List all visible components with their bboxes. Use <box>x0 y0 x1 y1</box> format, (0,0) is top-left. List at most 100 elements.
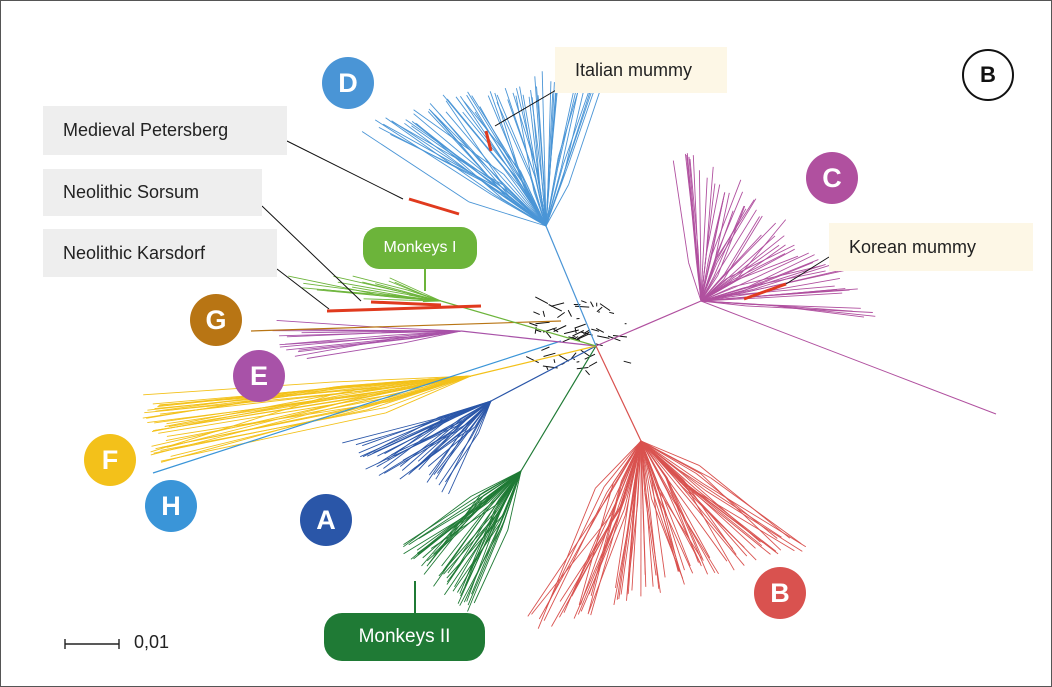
clade-c-branch <box>715 208 747 262</box>
clade-b-branch <box>637 440 642 495</box>
center-reticulation <box>545 330 552 339</box>
clade-monkeys1-branch <box>362 281 409 295</box>
clade-c-branch <box>688 262 702 302</box>
clade-b-branch <box>615 483 632 588</box>
clade-monkeys1-branch <box>316 289 405 299</box>
center-reticulation <box>599 303 611 312</box>
clade-d-branch <box>545 161 570 227</box>
monkeys-i-label: Monkeys I <box>363 227 477 269</box>
clade-b-branch <box>588 515 626 614</box>
clade-b-branch <box>656 492 679 572</box>
center-reticulation <box>535 321 550 325</box>
clade-c-branch <box>740 288 858 298</box>
clade-b-branch <box>699 465 791 539</box>
clade-c-branch <box>731 244 786 284</box>
clade-monkeys2-branch <box>477 470 522 510</box>
clade-b-branch <box>695 473 778 539</box>
clade-d-branch <box>361 131 469 203</box>
clade-f-badge: F <box>84 434 136 486</box>
korean-mummy-label: Korean mummy <box>829 223 1033 271</box>
center-reticulation <box>588 361 598 367</box>
clade-d-branch <box>496 94 530 171</box>
clade-b-branch <box>656 480 680 572</box>
center-reticulation <box>574 305 590 308</box>
clade-c-branch <box>732 253 786 281</box>
clade-b-branch <box>662 471 711 559</box>
clade-a-branch <box>342 414 451 444</box>
center-reticulation <box>590 301 594 308</box>
clade-monkeys1-branch <box>352 275 408 291</box>
clade-c-branch <box>724 216 760 275</box>
clade-monkeys2-branch <box>433 509 488 587</box>
clade-e-branch <box>391 330 462 340</box>
clade-d-branch <box>512 92 539 172</box>
clade-c-branch <box>726 244 795 280</box>
clade-monkeys2-branch <box>459 522 505 606</box>
medieval-petersberg-branch <box>408 197 460 216</box>
clade-d-branch <box>501 198 547 227</box>
clade-monkeys2-branch <box>483 470 522 500</box>
clade-b-branch <box>640 440 646 493</box>
clade-b-branch <box>630 440 642 484</box>
clade-b-branch <box>603 440 642 487</box>
clade-a-branch <box>475 400 492 435</box>
clade-d-branch <box>503 173 547 227</box>
clade-d-branch <box>508 192 547 227</box>
clade-b-branch <box>620 507 634 595</box>
center-reticulation <box>575 323 586 329</box>
clade-monkeys2-branch <box>428 494 485 564</box>
clade-b-branch <box>590 511 621 616</box>
clade-e-branch <box>403 330 462 344</box>
clade-d-branch <box>537 95 545 175</box>
center-reticulation <box>548 304 563 312</box>
clade-b-branch <box>663 474 728 562</box>
clade-b-branch <box>665 477 699 563</box>
clade-monkeys2-branch <box>486 470 522 511</box>
clade-c-branch <box>705 166 714 254</box>
clade-c-branch <box>748 259 819 288</box>
center-reticulation <box>585 369 590 376</box>
clade-b-branch <box>613 440 642 483</box>
clade-a-branch <box>441 433 473 493</box>
center-reticulation <box>595 327 605 333</box>
clade-c-branch <box>700 274 717 302</box>
clade-e-branch <box>279 336 408 346</box>
clade-f-branch <box>150 408 331 456</box>
clade-c-branch <box>743 270 826 289</box>
center-reticulation <box>529 322 538 327</box>
clade-d-branch <box>501 177 547 227</box>
clade-f-branch <box>147 388 337 411</box>
center-reticulation <box>609 311 615 314</box>
clade-c-branch <box>715 209 757 276</box>
clade-b-branch <box>688 485 779 555</box>
clade-e-branch <box>401 330 462 332</box>
clade-monkeys1-branch <box>363 298 409 301</box>
clade-c-branch <box>688 156 697 248</box>
clade-e-branch <box>294 338 392 357</box>
center-reticulation <box>567 309 572 317</box>
clade-b-branch <box>710 477 802 545</box>
clade-f-branch <box>160 412 386 462</box>
center-reticulation <box>572 330 585 337</box>
clade-d-branch <box>505 196 547 227</box>
clade-d-branch <box>502 166 547 227</box>
clade-monkeys1-branch <box>435 299 442 302</box>
clade-b-branch <box>679 469 782 538</box>
clade-monkeys1-branch <box>303 282 404 297</box>
clade-f-branch <box>152 398 347 432</box>
clade-b-badge: B <box>754 567 806 619</box>
center-reticulation <box>541 346 550 351</box>
clade-b-branch <box>580 509 625 612</box>
clade-d-branch <box>445 111 503 178</box>
clade-monkeys2-branch <box>446 510 498 585</box>
clade-monkeys2-branch <box>473 529 509 604</box>
clade-b-branch <box>580 502 618 605</box>
clade-d-branch <box>442 94 504 168</box>
clade-a-branch <box>383 421 446 469</box>
clade-a-badge: A <box>300 494 352 546</box>
clade-a-branch <box>470 400 492 421</box>
clade-monkeys2-branch <box>403 496 472 548</box>
clade-c-long-branch <box>700 300 997 415</box>
clade-f-branch <box>158 394 392 434</box>
